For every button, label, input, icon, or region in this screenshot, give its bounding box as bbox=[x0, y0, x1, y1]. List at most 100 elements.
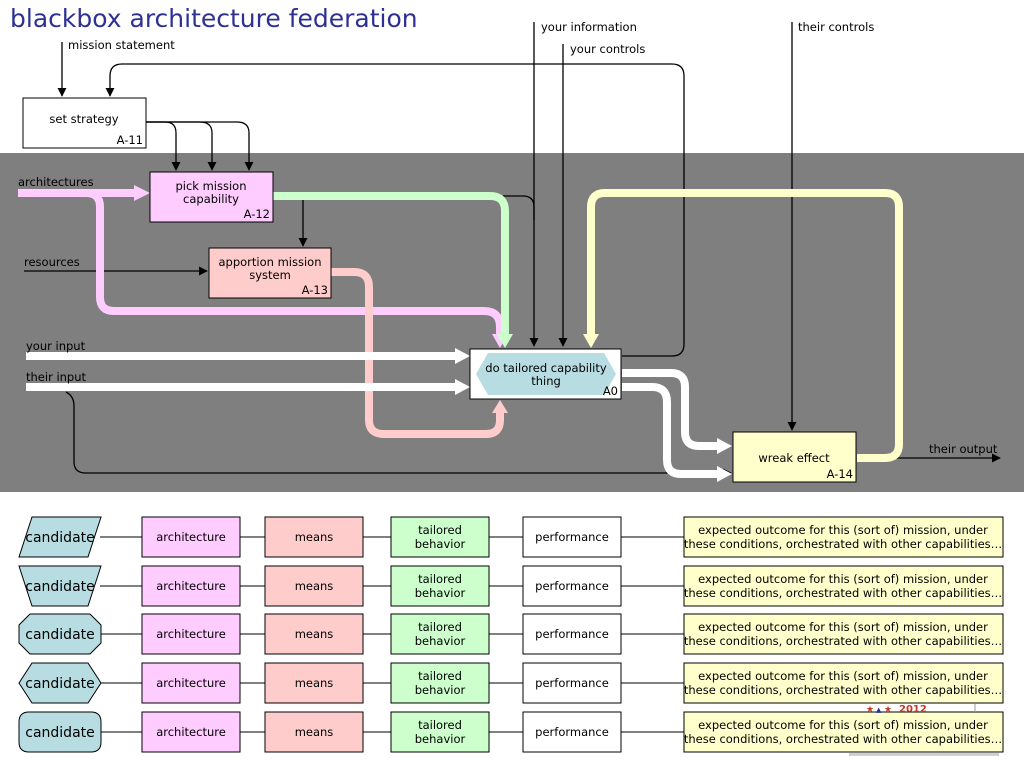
svg-text:wreak effect: wreak effect bbox=[758, 451, 830, 465]
svg-text:A0: A0 bbox=[603, 384, 618, 398]
candidate-shape bbox=[18, 613, 102, 655]
a0-output-arrowhead-2 bbox=[717, 466, 732, 482]
logo-triangle-icon: ▲ bbox=[876, 706, 882, 714]
outcome-label-line1: expected outcome for this (sort of) miss… bbox=[698, 523, 988, 537]
means-flow bbox=[331, 268, 504, 438]
page-title: blackbox architecture federation bbox=[10, 4, 418, 33]
a0-output-flow-1 bbox=[622, 369, 718, 450]
performance-cell bbox=[522, 565, 622, 607]
performance-label: performance bbox=[535, 725, 609, 739]
svg-text:A-11: A-11 bbox=[117, 133, 143, 147]
feedback-arrow bbox=[105, 63, 685, 357]
effect-feedback-flow bbox=[587, 189, 903, 462]
label-their-input: their input bbox=[26, 370, 87, 384]
capability-flow bbox=[273, 192, 509, 334]
outcome-cell bbox=[683, 516, 1004, 558]
behavior-label-line2: behavior bbox=[415, 586, 466, 600]
means-label: means bbox=[295, 627, 334, 641]
outcome-label-line2: these conditions, orchestrated with othe… bbox=[684, 732, 1002, 746]
candidate-label: candidate bbox=[25, 627, 95, 643]
performance-cell bbox=[522, 613, 622, 655]
outcome-cell bbox=[683, 662, 1004, 704]
box-do-tailored-capability-thing: do tailored capability thing A0 bbox=[469, 348, 622, 400]
their-input-arrowhead bbox=[455, 379, 470, 395]
logo-year: 2012 bbox=[899, 704, 927, 715]
svg-text:do tailored capability: do tailored capability bbox=[485, 361, 607, 375]
means-label: means bbox=[295, 676, 334, 690]
behavior-label-line2: behavior bbox=[415, 634, 466, 648]
architecture-to-a0-flow bbox=[85, 189, 504, 334]
box-apportion-mission-system: apportion mission system A-13 bbox=[208, 247, 332, 299]
candidate-shape bbox=[18, 565, 102, 607]
outcome-label-line1: expected outcome for this (sort of) miss… bbox=[698, 669, 988, 683]
means-label: means bbox=[295, 725, 334, 739]
candidate-shape bbox=[18, 662, 102, 704]
behavior-cell bbox=[390, 565, 490, 607]
outcome-cell bbox=[683, 613, 1004, 655]
outcome-label-line1: expected outcome for this (sort of) miss… bbox=[698, 572, 988, 586]
behavior-cell bbox=[390, 516, 490, 558]
behavior-cell bbox=[390, 662, 490, 704]
effect-feedback-arrowhead bbox=[583, 334, 599, 348]
outcome-cell bbox=[683, 711, 1004, 753]
box-set-strategy: set strategy A-11 bbox=[22, 97, 147, 149]
outcome-label-line2: these conditions, orchestrated with othe… bbox=[684, 683, 1002, 697]
label-your-controls: your controls bbox=[570, 42, 645, 56]
candidate-shape bbox=[18, 711, 102, 753]
performance-cell bbox=[522, 662, 622, 704]
svg-text:system: system bbox=[249, 268, 291, 282]
box-pick-mission-capability: pick mission capability A-12 bbox=[149, 171, 274, 223]
outcome-label-line2: these conditions, orchestrated with othe… bbox=[684, 586, 1002, 600]
architecture-cell bbox=[141, 613, 241, 655]
table-row: candidate architecture means tailoredbehavi… bbox=[18, 662, 1004, 704]
candidate-label: candidate bbox=[25, 579, 95, 595]
outcome-label-line1: expected outcome for this (sort of) miss… bbox=[698, 620, 988, 634]
behavior-cell bbox=[390, 613, 490, 655]
svg-text:A-14: A-14 bbox=[827, 467, 853, 481]
label-their-output: their output bbox=[929, 442, 998, 456]
logo-star-icon: ★ bbox=[866, 705, 874, 715]
behavior-cell bbox=[390, 711, 490, 753]
candidate-label: candidate bbox=[25, 725, 95, 741]
behavior-label-line1: tailored bbox=[418, 620, 462, 634]
behavior-label-line2: behavior bbox=[415, 732, 466, 746]
svg-text:A-13: A-13 bbox=[302, 283, 328, 297]
your-input-arrowhead bbox=[455, 348, 470, 364]
their-input-branch-arrow bbox=[65, 391, 732, 478]
performance-cell bbox=[522, 711, 622, 753]
capability-arrowhead bbox=[497, 334, 513, 348]
label-your-input: your input bbox=[26, 339, 86, 353]
svg-text:thing: thing bbox=[531, 374, 561, 388]
means-cell bbox=[264, 565, 364, 607]
svg-text:A-12: A-12 bbox=[244, 207, 270, 221]
behavior-label-line2: behavior bbox=[415, 683, 466, 697]
means-cell bbox=[264, 662, 364, 704]
architecture-cell bbox=[141, 516, 241, 558]
box-wreak-effect: wreak effect A-14 bbox=[732, 431, 857, 483]
logo-star-icon-2: ★ bbox=[884, 705, 892, 715]
behavior-label-line2: behavior bbox=[415, 537, 466, 551]
behavior-label-line1: tailored bbox=[418, 669, 462, 683]
behavior-label-line1: tailored bbox=[418, 572, 462, 586]
architecture-label: architecture bbox=[156, 676, 226, 690]
means-arrowhead bbox=[492, 400, 508, 413]
performance-label: performance bbox=[535, 579, 609, 593]
means-cell bbox=[264, 516, 364, 558]
means-label: means bbox=[295, 530, 334, 544]
performance-cell bbox=[522, 516, 622, 558]
candidate-shape bbox=[18, 516, 102, 558]
a0-output-arrowhead-1 bbox=[717, 438, 732, 454]
candidate-label: candidate bbox=[25, 676, 95, 692]
architecture-label: architecture bbox=[156, 579, 226, 593]
architectures-arrowhead bbox=[134, 185, 150, 201]
means-cell bbox=[264, 613, 364, 655]
label-your-information: your information bbox=[541, 20, 637, 34]
behavior-label-line1: tailored bbox=[418, 718, 462, 732]
architecture-cell bbox=[141, 565, 241, 607]
label-their-controls: their controls bbox=[798, 20, 874, 34]
